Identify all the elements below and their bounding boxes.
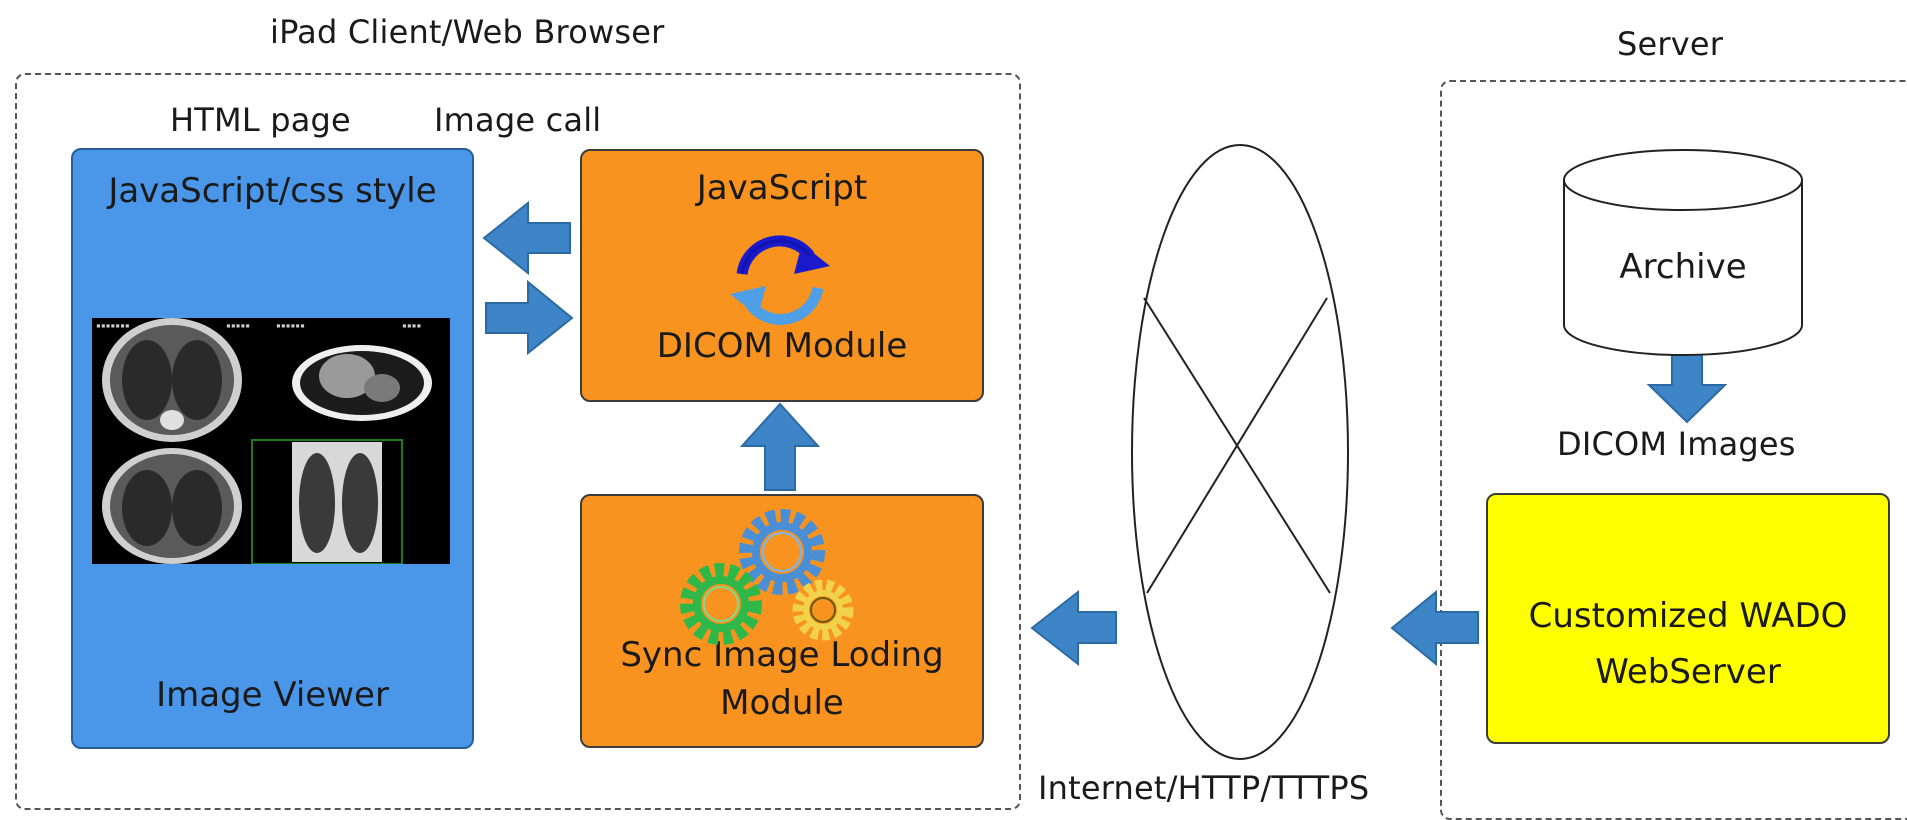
archive-label: Archive xyxy=(1619,247,1747,287)
js-module-title: JavaScript xyxy=(696,168,868,208)
wado-line2: WebServer xyxy=(1595,652,1781,692)
arrow-network-to-sync xyxy=(1030,589,1117,667)
image-call-label: Image call xyxy=(434,101,602,139)
arrow-to-js-module xyxy=(485,279,574,356)
svg-text:▪▪▪▪▪▪: ▪▪▪▪▪▪ xyxy=(276,321,305,330)
client-group-label: iPad Client/Web Browser xyxy=(270,13,665,51)
viewer-title: JavaScript/css style xyxy=(108,171,437,211)
sync-module-line1: Sync Image Loding xyxy=(620,635,944,675)
ct-chest-coronal xyxy=(251,439,403,564)
ct-image-thumbnail: ▪▪▪▪▪▪▪ ▪▪▪▪▪ ▪▪▪▪▪▪ ▪▪▪▪ xyxy=(92,318,450,564)
arrow-sync-to-js xyxy=(739,402,821,491)
database-cylinder-icon xyxy=(1563,149,1803,356)
ct-scan-image: ▪▪▪▪▪▪▪ ▪▪▪▪▪ ▪▪▪▪▪▪ ▪▪▪▪ xyxy=(92,318,450,564)
ct-lung-axial-bottom xyxy=(102,448,242,564)
arrow-to-viewer xyxy=(482,200,571,276)
ct-lung-axial-top xyxy=(102,318,242,442)
ct-chest-axial-top xyxy=(292,345,432,421)
wado-webserver-box: Customized WADO WebServer xyxy=(1486,493,1890,744)
svg-text:▪▪▪▪▪: ▪▪▪▪▪ xyxy=(226,321,250,330)
dicom-images-label: DICOM Images xyxy=(1557,425,1796,463)
client-group-frame xyxy=(15,73,1021,810)
wado-line1: Customized WADO xyxy=(1528,596,1848,636)
sync-arrows-icon xyxy=(730,235,830,325)
gears-icon xyxy=(680,509,854,645)
sync-module-line2: Module xyxy=(720,683,844,723)
html-page-label: HTML page xyxy=(170,101,351,139)
javascript-dicom-module-box: JavaScript DICOM Module xyxy=(580,149,984,402)
sync-loading-module-box: Sync Image Loding Module xyxy=(580,494,984,748)
arrow-server-to-network xyxy=(1390,589,1479,667)
server-group-label: Server xyxy=(1617,25,1724,63)
viewer-footer: Image Viewer xyxy=(156,675,389,715)
js-module-subtitle: DICOM Module xyxy=(656,326,908,366)
network-ellipse-icon xyxy=(1131,144,1349,760)
network-label: Internet/HTTP/TTTPS xyxy=(1038,769,1370,807)
svg-text:▪▪▪▪▪▪▪: ▪▪▪▪▪▪▪ xyxy=(96,321,130,330)
svg-text:▪▪▪▪: ▪▪▪▪ xyxy=(402,321,421,330)
